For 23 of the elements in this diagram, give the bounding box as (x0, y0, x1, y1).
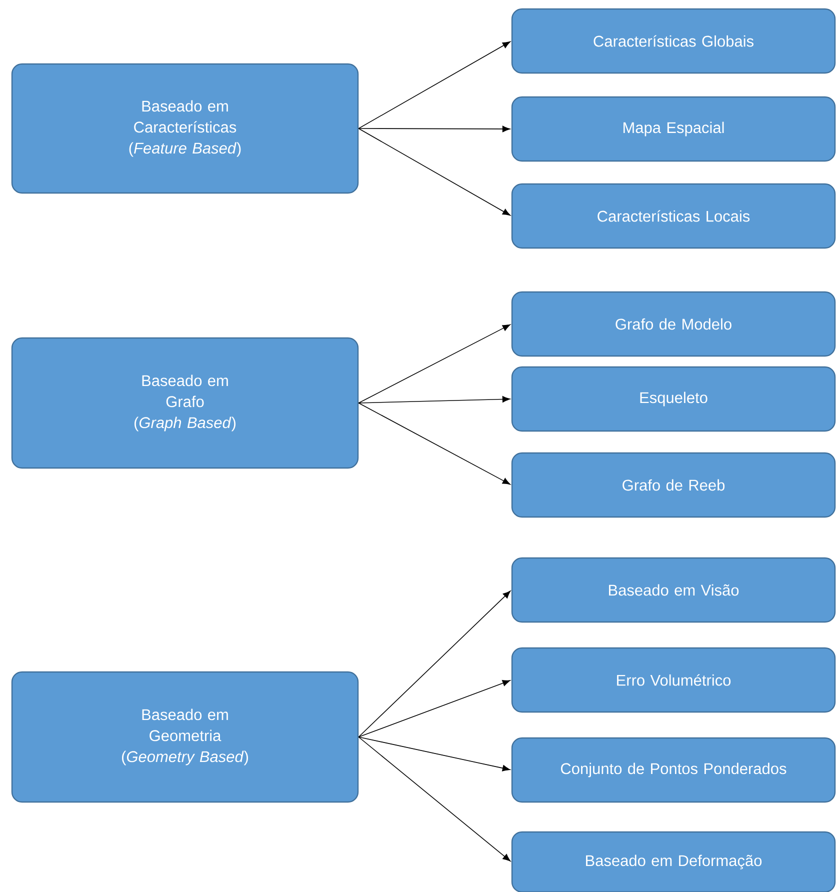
arrow (358, 736, 511, 862)
method-box: Baseado em Deformação (511, 831, 836, 892)
arrow (358, 402, 510, 485)
method-box: Conjunto de Pontos Ponderados (511, 737, 836, 803)
method-box: Mapa Espacial (511, 96, 836, 162)
method-box: Características Locais (511, 183, 836, 249)
arrow (358, 324, 510, 404)
arrow (358, 736, 510, 772)
method-box: Características Globais (511, 8, 836, 74)
arrow (358, 126, 510, 132)
arrow (358, 590, 511, 738)
category-box: Baseado em Geometria (Geometry Based) (11, 671, 359, 803)
category-box: Baseado em Grafo (Graph Based) (11, 337, 359, 469)
method-box: Grafo de Reeb (511, 452, 836, 518)
arrow (358, 396, 510, 404)
arrow (358, 41, 510, 129)
method-box: Baseado em Visão (511, 557, 836, 623)
method-box: Grafo de Modelo (511, 291, 836, 357)
category-box: Baseado em Características (Feature Based) (11, 63, 359, 194)
method-box: Erro Volumétrico (511, 647, 836, 713)
arrow (358, 128, 510, 216)
method-box: Esqueleto (511, 366, 836, 432)
arrow (358, 680, 510, 738)
